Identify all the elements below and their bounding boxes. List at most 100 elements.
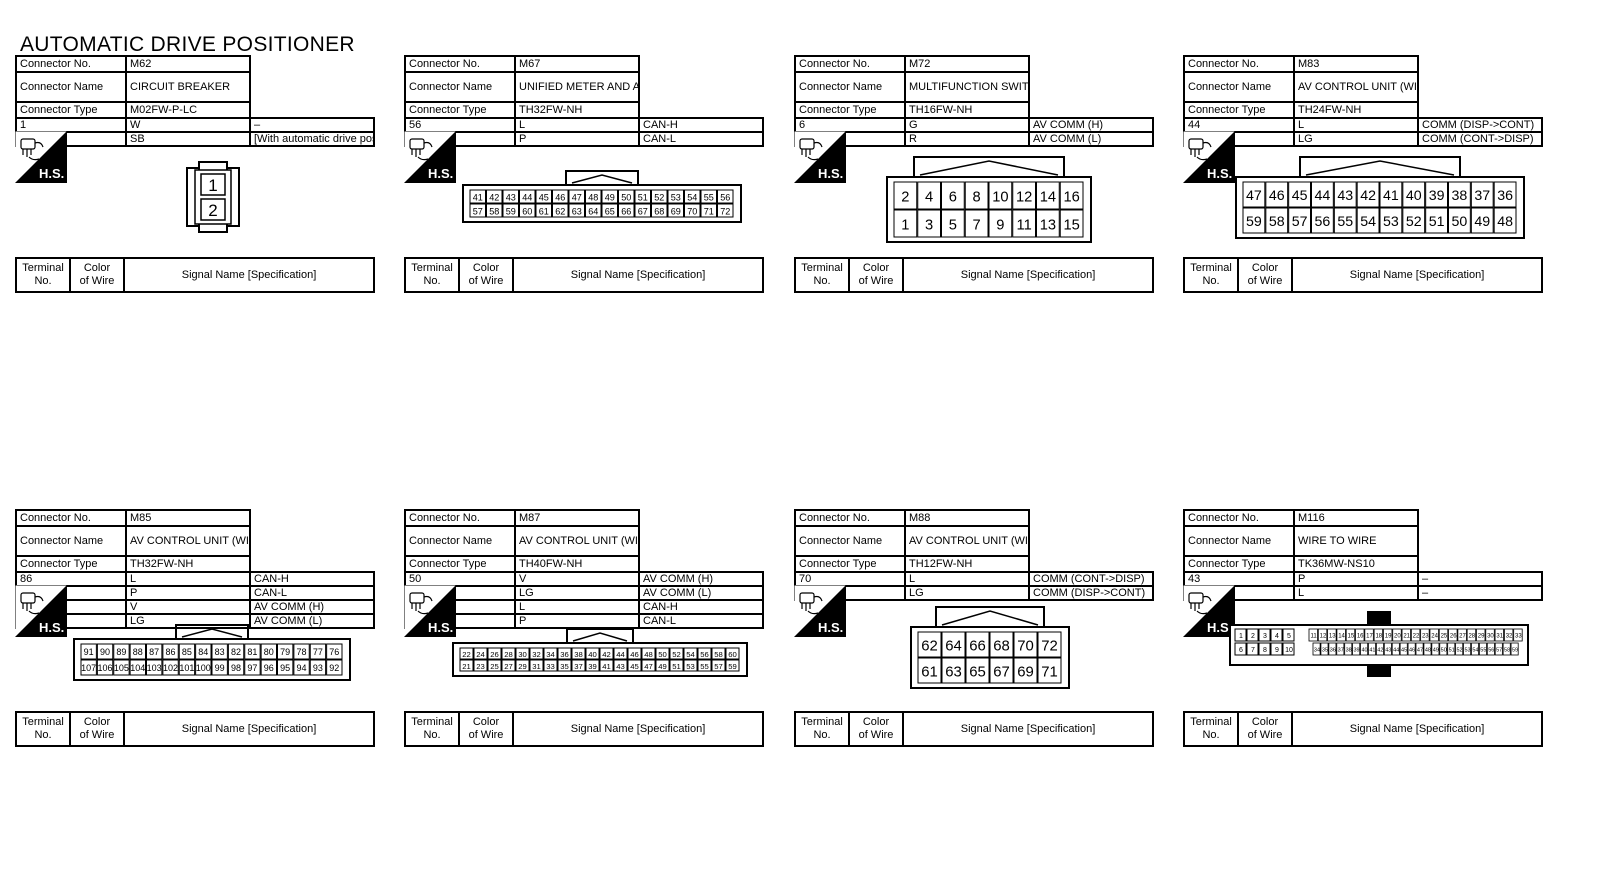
connector-name-label: Connector Name — [1183, 525, 1295, 557]
pin-cell — [651, 189, 668, 204]
pin-cell — [1356, 207, 1380, 234]
pin-number: 29 — [518, 662, 527, 671]
pin-number: 8 — [973, 189, 981, 205]
pin-number: 35 — [1322, 648, 1328, 654]
pin-cell — [725, 647, 740, 660]
signal-name-cell: – — [1417, 585, 1543, 601]
pin-cell — [1455, 642, 1464, 656]
connector-no-label: Connector No. — [404, 509, 516, 527]
pin-cell — [1270, 642, 1283, 656]
pin-number: 105 — [114, 663, 129, 673]
pin-cell — [1466, 628, 1477, 642]
pin-cell — [655, 647, 670, 660]
pin-cell — [146, 659, 163, 676]
pin-number: 71 — [704, 206, 714, 216]
table-row: 52LCAN-H — [404, 599, 764, 615]
pin-number: 92 — [329, 663, 339, 673]
pin-cell — [601, 203, 618, 218]
pin-cell — [195, 659, 212, 676]
pin-cell — [1502, 642, 1511, 656]
pin-cell — [227, 659, 245, 676]
pin-number: 100 — [196, 663, 211, 673]
pin-cell — [684, 203, 701, 218]
pin-cell — [1375, 642, 1384, 656]
pin-cell — [1402, 181, 1426, 208]
pin-cell — [529, 647, 544, 660]
pin-number: 36 — [1330, 648, 1336, 654]
pin-number: 71 — [1041, 664, 1058, 680]
pin-number: 48 — [1497, 214, 1513, 230]
pin-number: 15 — [1063, 217, 1079, 233]
harness-side-icon: H.S. — [794, 585, 846, 637]
pin-number: 63 — [572, 206, 582, 216]
pin-number: 9 — [1275, 647, 1279, 654]
pin-cell — [1288, 207, 1312, 234]
connector-info-table: Connector No. M87 Connector Name AV CONT… — [404, 509, 764, 629]
pin-number: 39 — [588, 662, 597, 671]
pin-number: 32 — [532, 650, 541, 659]
connector-type-label: Connector Type — [15, 101, 127, 119]
pin-cell — [1327, 628, 1337, 642]
pin-number: 27 — [504, 662, 513, 671]
pin-cell — [486, 189, 503, 204]
pin-cell — [989, 631, 1014, 658]
pin-number: 49 — [1474, 214, 1490, 230]
pin-cell — [473, 647, 488, 660]
connector-type-value: M02FW-P-LC — [125, 101, 251, 119]
pin-cell — [211, 659, 228, 676]
pin-cell — [1510, 642, 1519, 656]
pin-number: 37 — [574, 662, 583, 671]
hs-badge-text: H.S. — [818, 166, 843, 181]
wire-color-cell: P — [125, 585, 251, 601]
pin-number: 24 — [476, 650, 485, 659]
pin-cell — [244, 659, 261, 676]
pin-number: 95 — [280, 663, 290, 673]
connector-info-table: Connector No. M83 Connector Name AV CONT… — [1183, 55, 1543, 147]
pin-number: 97 — [247, 663, 257, 673]
pin-cell — [697, 659, 712, 672]
pin-number: 76 — [329, 647, 339, 657]
pin-number: 67 — [993, 664, 1010, 680]
pin-number: 78 — [297, 647, 307, 657]
pin-cell — [501, 659, 516, 672]
pin-number: 101 — [179, 663, 194, 673]
pin-number: 26 — [490, 650, 499, 659]
pin-cell — [1282, 642, 1295, 656]
pin-cell — [725, 659, 740, 672]
wire-color-cell: L — [1293, 117, 1419, 133]
pin-cell — [543, 647, 558, 660]
pin-cell — [113, 643, 130, 660]
pin-number: 45 — [1292, 188, 1308, 204]
pin-number: 41 — [1383, 188, 1399, 204]
pin-number: 49 — [658, 662, 667, 671]
pin-cell — [1242, 181, 1266, 208]
pin-cell — [1438, 628, 1449, 642]
signal-name-cell: CAN-L — [638, 613, 764, 629]
wire-color-cell: LG — [514, 585, 640, 601]
pin-number: 67 — [638, 206, 648, 216]
pin-number: 54 — [1360, 214, 1376, 230]
pin-number: 43 — [616, 662, 625, 671]
signal-name-header: Signal Name [Specification] — [1291, 257, 1543, 293]
pin-cell — [717, 189, 734, 204]
pin-number: 41 — [602, 662, 611, 671]
signal-name-header: Signal Name [Specification] — [123, 257, 375, 293]
pin-cell — [568, 203, 585, 218]
pin-cell — [459, 659, 474, 672]
pin-cell — [941, 631, 966, 658]
connector-no-label: Connector No. — [794, 55, 906, 73]
pin-cell — [1320, 642, 1329, 656]
pin-number: 3 — [1263, 633, 1267, 640]
pin-cell — [989, 657, 1014, 684]
pin-number: 41 — [473, 192, 483, 202]
pin-number: 16 — [1357, 634, 1364, 640]
signal-name-cell: CAN-H — [638, 599, 764, 615]
terminal-no-cell: 44 — [1183, 117, 1295, 133]
